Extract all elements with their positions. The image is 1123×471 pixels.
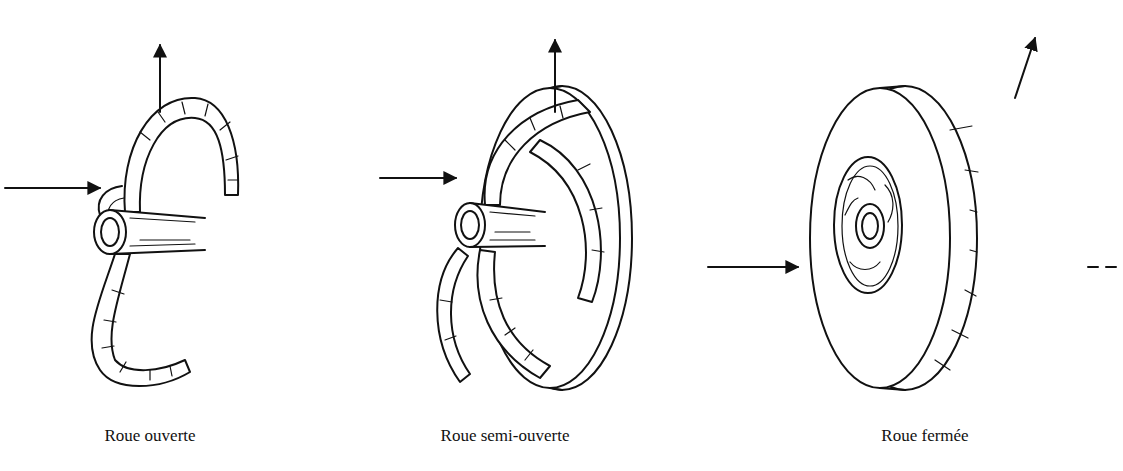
hub-outline <box>470 246 545 247</box>
outflow-arrow <box>1015 38 1035 98</box>
hub-bore <box>461 211 479 239</box>
inflow-arrow <box>380 177 456 179</box>
outflow-arrow <box>159 45 161 112</box>
hub-end <box>455 203 485 247</box>
impeller-blade <box>124 98 238 212</box>
inner-vane <box>845 176 893 269</box>
caption-label: Roue ouverte <box>104 426 195 446</box>
blade-hatching <box>140 102 238 180</box>
inflow-arrow <box>5 187 100 189</box>
caption-label: Roue fermée <box>881 426 968 446</box>
hub-outline <box>110 210 205 218</box>
blade-hatching <box>102 290 172 380</box>
hub-hatching <box>490 212 535 240</box>
semi-open-impeller <box>380 40 632 390</box>
front-shroud <box>810 88 950 388</box>
caption-label: Roue semi-ouverte <box>441 426 570 446</box>
axis-dash <box>1088 266 1116 268</box>
shroud-rim <box>550 388 562 390</box>
impeller-eye <box>834 157 902 293</box>
hub-end <box>856 204 884 248</box>
impeller-blade <box>478 250 551 378</box>
impeller-blade <box>92 254 190 386</box>
inflow-arrow <box>708 266 798 268</box>
blade-hatching <box>440 106 604 360</box>
open-impeller <box>5 45 238 386</box>
shroud-rim <box>880 86 905 88</box>
hub-hatching <box>130 218 195 246</box>
hub-bore <box>101 218 119 246</box>
impeller-eye <box>842 166 898 286</box>
outflow-arrow <box>554 40 556 112</box>
hub-bore <box>862 213 878 239</box>
shroud-rim <box>880 388 905 390</box>
closed-impeller <box>708 38 1116 390</box>
impeller-blade <box>437 248 470 382</box>
hub-end <box>94 210 126 254</box>
